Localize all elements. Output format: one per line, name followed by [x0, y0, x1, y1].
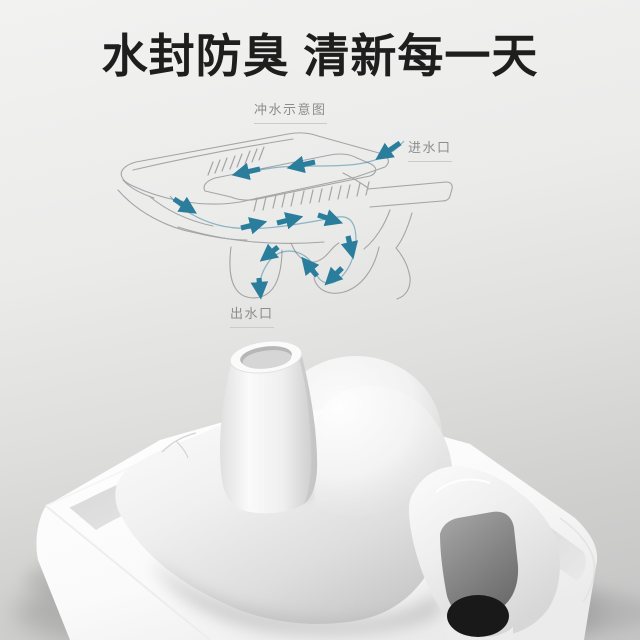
pipe-opening: [229, 340, 303, 374]
flow-arrow-icon: [317, 209, 344, 227]
inlet-pipe: [220, 340, 318, 514]
outlet-hole: [447, 595, 509, 637]
diagram-caption: 冲水示意图: [254, 102, 327, 125]
outlet-recess: [440, 511, 519, 618]
flow-arrow-icon: [240, 217, 268, 235]
flow-arrow-icon: [259, 243, 280, 262]
flow-arrow-icon: [340, 235, 359, 260]
flow-arrow-icon: [172, 196, 197, 214]
outlet-housing: [408, 466, 560, 640]
rim-hatch-marks: [207, 146, 370, 212]
flow-arrow-icon: [301, 256, 320, 278]
pan-outline: [117, 132, 453, 300]
flow-arrow-icon: [250, 277, 269, 300]
inlet-label: 进水口: [408, 140, 452, 163]
poster-title: 水封防臭 清新每一天: [101, 30, 539, 82]
flow-arrow-icon: [286, 155, 316, 174]
flow-arrow-icon: [276, 212, 304, 230]
flow-arrow-icon: [231, 162, 261, 181]
outlet-label: 出水口: [230, 306, 274, 329]
flow-arrow-icons: [172, 140, 402, 300]
flow-arrow-icon: [324, 266, 344, 286]
flow-arrow-icon: [375, 140, 402, 161]
